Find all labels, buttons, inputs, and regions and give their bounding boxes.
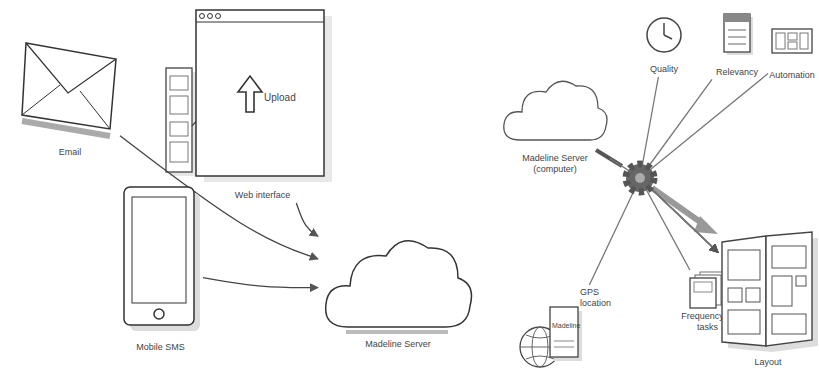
- doc-sheet: [166, 68, 192, 172]
- node-caption: Quality: [640, 64, 688, 75]
- sketch-icon: [500, 70, 610, 146]
- sketch-stroke: [216, 14, 221, 19]
- sketch-stroke: [26, 43, 116, 93]
- server-cloud: Madeline Server: [318, 222, 478, 352]
- sketch-stroke: [663, 23, 665, 35]
- sketch-stroke: [772, 246, 806, 268]
- sketch-stroke: [776, 33, 785, 49]
- sketch-stroke: [154, 309, 164, 319]
- flow-arrow: [610, 158, 718, 252]
- node-caption: Relevancy: [712, 67, 762, 78]
- node-caption: Automation: [768, 70, 816, 81]
- flow-arrow: [203, 278, 318, 288]
- sketch-icon: [190, 8, 335, 186]
- sketch-stroke: [550, 307, 578, 357]
- clock-icon: Quality: [640, 15, 688, 77]
- sketch-stroke: [196, 10, 324, 176]
- sketch-stroke: [504, 81, 607, 140]
- sketch-icon: [118, 185, 203, 335]
- doc-block: [170, 142, 188, 162]
- sketch-stroke: [22, 43, 116, 129]
- doc-block: [170, 76, 188, 90]
- sketch-stroke: [766, 232, 812, 346]
- flow-arrow: [589, 178, 718, 285]
- sketch-stroke: [694, 282, 712, 292]
- doc-block: [170, 122, 188, 136]
- sketch-stroke: [208, 14, 213, 19]
- calendar-icon: Relevancy: [712, 10, 762, 80]
- flow-arrow: [640, 74, 768, 253]
- sketch-icon: [712, 10, 762, 56]
- email-icon: Email: [20, 35, 120, 160]
- sketch-stroke: [724, 14, 750, 22]
- sketch-stroke: [728, 288, 742, 302]
- sketch-stroke: [728, 44, 746, 45]
- sketch-icon: [640, 15, 688, 55]
- sketch-icon: [318, 222, 478, 338]
- sketch-stroke: [664, 35, 672, 39]
- sketch-stroke: [788, 42, 797, 49]
- node-caption: Web interface: [190, 190, 335, 201]
- node-caption: GPS location: [580, 287, 620, 309]
- sketch-stroke: [22, 85, 60, 115]
- sketch-stroke: [647, 18, 681, 52]
- flow-arrow: [640, 77, 718, 252]
- sketch-stroke: [788, 33, 797, 40]
- sketch-stroke: [746, 288, 760, 302]
- layout-book: Layout: [718, 230, 818, 370]
- sketch-icon: [768, 25, 816, 59]
- upload-label: Upload: [264, 92, 296, 103]
- thick-arrow-head: [694, 216, 718, 234]
- flow-arrow: [640, 178, 718, 270]
- sketch-stroke: [728, 30, 746, 31]
- node-caption: Madeline Server: [318, 339, 478, 350]
- sketch-stroke: [728, 250, 760, 280]
- web-interface-window: Web interface: [190, 8, 335, 203]
- sketch-stroke: [690, 278, 716, 308]
- sketch-stroke: [772, 29, 812, 53]
- thick-arrow: [652, 188, 706, 226]
- automation-icon: Automation: [768, 25, 816, 83]
- sketch-stroke: [724, 14, 750, 52]
- doc-block: [170, 96, 188, 114]
- node-caption: Email: [20, 147, 120, 158]
- sketch-stroke: [132, 197, 186, 303]
- server-cloud-small: Madeline Server (computer): [500, 70, 610, 175]
- sketch-icon: [20, 35, 120, 139]
- document-label: Madeline: [552, 322, 580, 329]
- sketch-stroke: [554, 341, 574, 342]
- sketch-stroke: [124, 187, 194, 325]
- sketch-stroke: [722, 236, 766, 346]
- sketch-stroke: [800, 33, 808, 49]
- node-caption: Madeline Server (computer): [500, 153, 610, 175]
- sketch-stroke: [796, 276, 806, 286]
- node-caption: Layout: [718, 357, 818, 368]
- sketch-stroke: [772, 314, 806, 334]
- sketch-stroke: [554, 347, 574, 348]
- sketch-stroke: [326, 241, 472, 327]
- node-caption: Mobile SMS: [118, 342, 203, 353]
- sketch-stroke: [200, 14, 205, 19]
- mobile-tablet: Mobile SMS: [118, 185, 203, 355]
- gear-hub: [635, 173, 645, 183]
- sketch-stroke: [772, 276, 792, 306]
- sketch-stroke: [80, 91, 110, 129]
- sketch-icon: [718, 230, 818, 350]
- sketch-stroke: [728, 310, 760, 334]
- sketch-stroke: [196, 22, 324, 23]
- sketch-stroke: [728, 37, 746, 38]
- gear-symbol: [626, 164, 654, 192]
- flow-arrow: [296, 203, 318, 236]
- sketch-stroke: [238, 76, 262, 112]
- sketch-stroke: [346, 330, 448, 334]
